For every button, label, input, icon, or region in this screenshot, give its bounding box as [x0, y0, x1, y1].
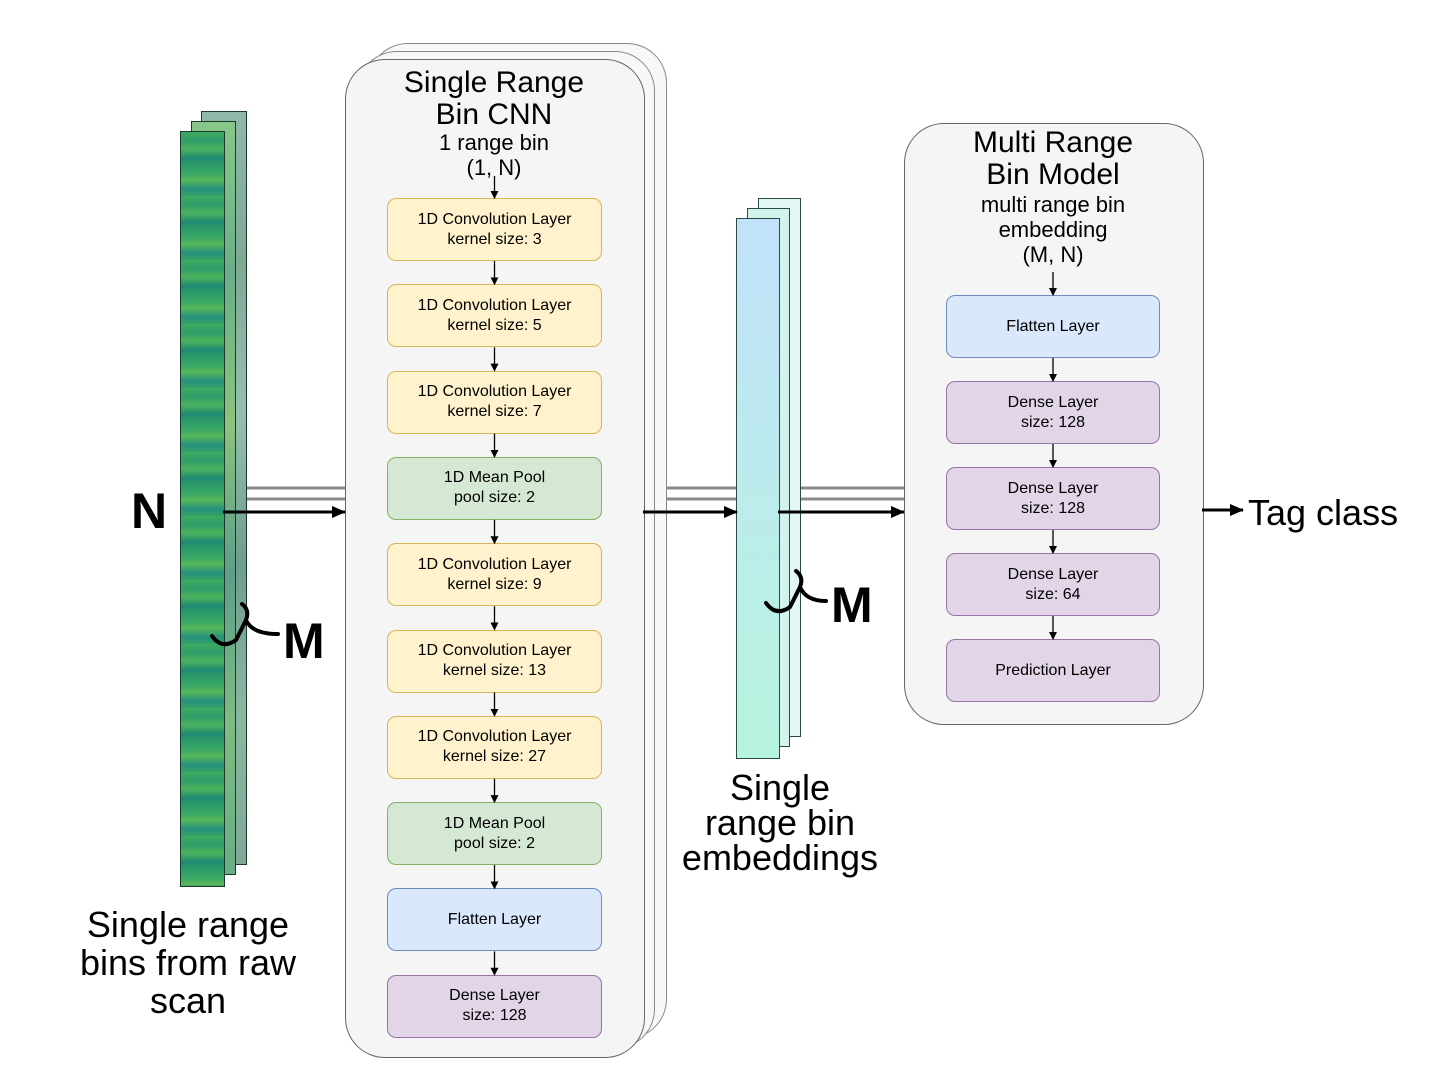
cnn-layer-7: 1D Convolution Layer kernel size: 27 — [387, 715, 602, 779]
multi-subtitle-line-1: multi range bin — [980, 192, 1126, 217]
cnn-layer-2-param: kernel size: 5 — [447, 316, 542, 334]
m-dimension-label-embeddings: M — [831, 577, 873, 633]
multi-layer-5-name: Prediction Layer — [995, 661, 1111, 679]
multi-layer-3-param: size: 128 — [1020, 499, 1086, 517]
cnn-layer-5: 1D Convolution Layer kernel size: 9 — [387, 543, 602, 607]
cnn-title: Single Range Bin CNN — [345, 67, 643, 131]
embedding-strip-front — [736, 218, 780, 759]
cnn-layer-5-param: kernel size: 9 — [447, 575, 542, 593]
cnn-layer-1-name: 1D Convolution Layer — [417, 210, 572, 228]
cnn-layer-6: 1D Convolution Layer kernel size: 13 — [387, 629, 602, 693]
multi-layer-1-name: Flatten Layer — [1006, 317, 1100, 335]
cnn-layer-1-param: kernel size: 3 — [447, 230, 542, 248]
cnn-layer-4: 1D Mean Pool pool size: 2 — [387, 456, 602, 520]
input-caption-line-1: Single range — [86, 904, 290, 945]
cnn-layer-6-param: kernel size: 13 — [442, 662, 547, 679]
cnn-layer-7-param: kernel size: 27 — [442, 748, 547, 766]
cnn-title-line-2: Bin CNN — [435, 98, 553, 131]
cnn-subtitle-line-2: (1, N) — [466, 155, 522, 180]
cnn-layer-5-name: 1D Convolution Layer — [417, 555, 572, 573]
ghost-connectors — [236, 486, 905, 501]
multi-layer-3-name: Dense Layer — [1007, 479, 1099, 497]
embeddings-caption-line-1: Single — [729, 767, 831, 808]
multi-title-line-2: Bin Model — [986, 158, 1120, 191]
multi-subtitle-line-3: (M, N) — [1022, 242, 1084, 267]
output-tag-class-label: Tag class — [1248, 492, 1399, 533]
multi-layer-4: Dense Layer size: 64 — [946, 553, 1160, 616]
cnn-layer-6-name: 1D Convolution Layer — [417, 642, 572, 659]
cnn-subtitle-line-1: 1 range bin — [438, 130, 550, 155]
m-dimension-label-input: M — [283, 613, 325, 669]
cnn-layer-3-param: kernel size: 7 — [447, 403, 542, 421]
multi-layer-3: Dense Layer size: 128 — [946, 467, 1160, 530]
cnn-subtitle: 1 range bin (1, N) — [345, 130, 643, 180]
multi-layer-2-name: Dense Layer — [1007, 393, 1099, 411]
cnn-layer-8-param: pool size: 2 — [454, 834, 535, 852]
n-dimension-label: N — [131, 483, 168, 539]
input-caption-line-2: bins from raw — [79, 942, 297, 983]
multi-layer-1: Flatten Layer — [946, 295, 1160, 358]
cnn-title-line-1: Single Range — [403, 66, 585, 99]
cnn-layer-7-name: 1D Convolution Layer — [417, 728, 572, 746]
embeddings-caption-line-3: embeddings — [681, 837, 879, 878]
cnn-layer-10-param: size: 128 — [462, 1007, 527, 1025]
multi-layer-4-param: size: 64 — [1025, 585, 1081, 603]
cnn-layer-4-name: 1D Mean Pool — [443, 469, 546, 487]
cnn-layer-9: Flatten Layer — [387, 888, 602, 952]
input-caption: Single range bins from raw scan — [48, 906, 328, 1020]
multi-layer-4-name: Dense Layer — [1007, 565, 1099, 583]
multi-title-line-1: Multi Range — [972, 126, 1134, 159]
multi-subtitle: multi range bin embedding (M, N) — [904, 192, 1202, 267]
multi-layer-2-param: size: 128 — [1020, 413, 1086, 431]
raw-scan-strip-front — [180, 131, 225, 887]
multi-subtitle-line-2: embedding — [998, 217, 1108, 242]
cnn-layer-9-name: Flatten Layer — [447, 910, 542, 928]
cnn-layer-3: 1D Convolution Layer kernel size: 7 — [387, 370, 602, 434]
multi-layer-5: Prediction Layer — [946, 639, 1160, 702]
input-caption-line-3: scan — [149, 980, 227, 1021]
cnn-layer-4-param: pool size: 2 — [454, 489, 535, 507]
cnn-layer-2: 1D Convolution Layer kernel size: 5 — [387, 284, 602, 348]
multi-title: Multi Range Bin Model — [904, 127, 1202, 191]
cnn-layer-10-name: Dense Layer — [449, 987, 540, 1005]
cnn-layer-8: 1D Mean Pool pool size: 2 — [387, 802, 602, 866]
cnn-layer-10: Dense Layer size: 128 — [387, 974, 602, 1038]
cnn-layer-1: 1D Convolution Layer kernel size: 3 — [387, 198, 602, 261]
cnn-layer-3-name: 1D Convolution Layer — [417, 383, 572, 401]
multi-layer-2: Dense Layer size: 128 — [946, 381, 1160, 444]
embeddings-caption-line-2: range bin — [704, 802, 856, 843]
cnn-layer-8-name: 1D Mean Pool — [443, 814, 546, 832]
embeddings-caption: Single range bin embeddings — [650, 767, 910, 878]
cnn-layer-2-name: 1D Convolution Layer — [417, 296, 572, 314]
